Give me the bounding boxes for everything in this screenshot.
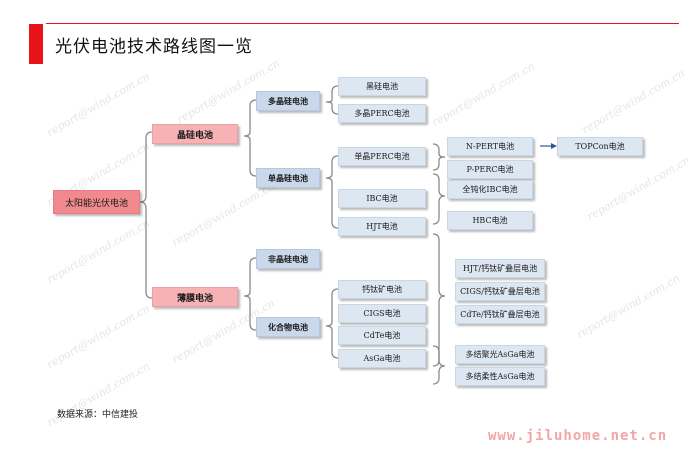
title-accent-bar: [29, 24, 43, 64]
node-black-silicon: 黑硅电池: [338, 77, 426, 96]
multi-brace: [325, 85, 339, 115]
site-watermark: www.jiluhome.net.cn: [488, 428, 668, 444]
node-multijunction-flexible-asga: 多结柔性AsGa电池: [455, 367, 545, 386]
crystalline-brace: [243, 99, 257, 177]
node-hjt: HJT电池: [338, 217, 426, 236]
node-cdte: CdTe电池: [338, 326, 426, 345]
node-cdte-perovskite-tandem: CdTe/钙钛矿叠层电池: [455, 305, 545, 324]
node-cigs: CIGS电池: [338, 304, 426, 323]
tandem-brace: [432, 233, 446, 367]
node-p-perc: P-PERC电池: [447, 160, 533, 179]
thin-film-brace: [243, 257, 257, 331]
arrow-head-icon: [551, 143, 557, 149]
node-n-pert: N-PERT电池: [447, 137, 533, 156]
data-source-note: 数据来源：中信建投: [57, 410, 139, 420]
node-compound: 化合物电池: [256, 317, 320, 337]
node-hjt-perovskite-tandem: HJT/钙钛矿叠层电池: [455, 259, 545, 278]
asga-brace: [432, 345, 446, 385]
header-rule: [46, 23, 679, 24]
ibc-hjt-brace: [432, 173, 446, 225]
root-brace: [139, 131, 153, 299]
node-cigs-perovskite-tandem: CIGS/钙钛矿叠层电池: [455, 282, 545, 301]
node-asga: AsGa电池: [338, 349, 426, 368]
node-amorphous: 非晶硅电池: [256, 249, 320, 269]
node-multicrystalline: 多晶硅电池: [256, 91, 320, 111]
node-solar-pv-cell: 太阳能光伏电池: [53, 190, 140, 214]
node-crystalline-silicon: 晶硅电池: [152, 124, 238, 144]
node-multijunction-concentrator-asga: 多结聚光AsGa电池: [455, 345, 545, 364]
node-hbc: HBC电池: [447, 211, 533, 230]
mono-brace: [325, 155, 339, 229]
node-passivated-ibc: 全钝化IBC电池: [447, 180, 533, 199]
node-ibc: IBC电池: [338, 189, 426, 208]
node-topcon: TOPCon电池: [557, 137, 643, 156]
mono-perc-brace: [432, 143, 446, 171]
node-thin-film: 薄膜电池: [152, 287, 238, 307]
node-monocrystalline: 单晶硅电池: [256, 168, 320, 188]
node-perovskite: 钙钛矿电池: [338, 280, 426, 299]
compound-brace: [325, 288, 339, 359]
page-title: 光伏电池技术路线图一览: [55, 37, 253, 57]
node-multi-perc: 多晶PERC电池: [338, 104, 426, 123]
node-mono-perc: 单晶PERC电池: [338, 147, 426, 166]
